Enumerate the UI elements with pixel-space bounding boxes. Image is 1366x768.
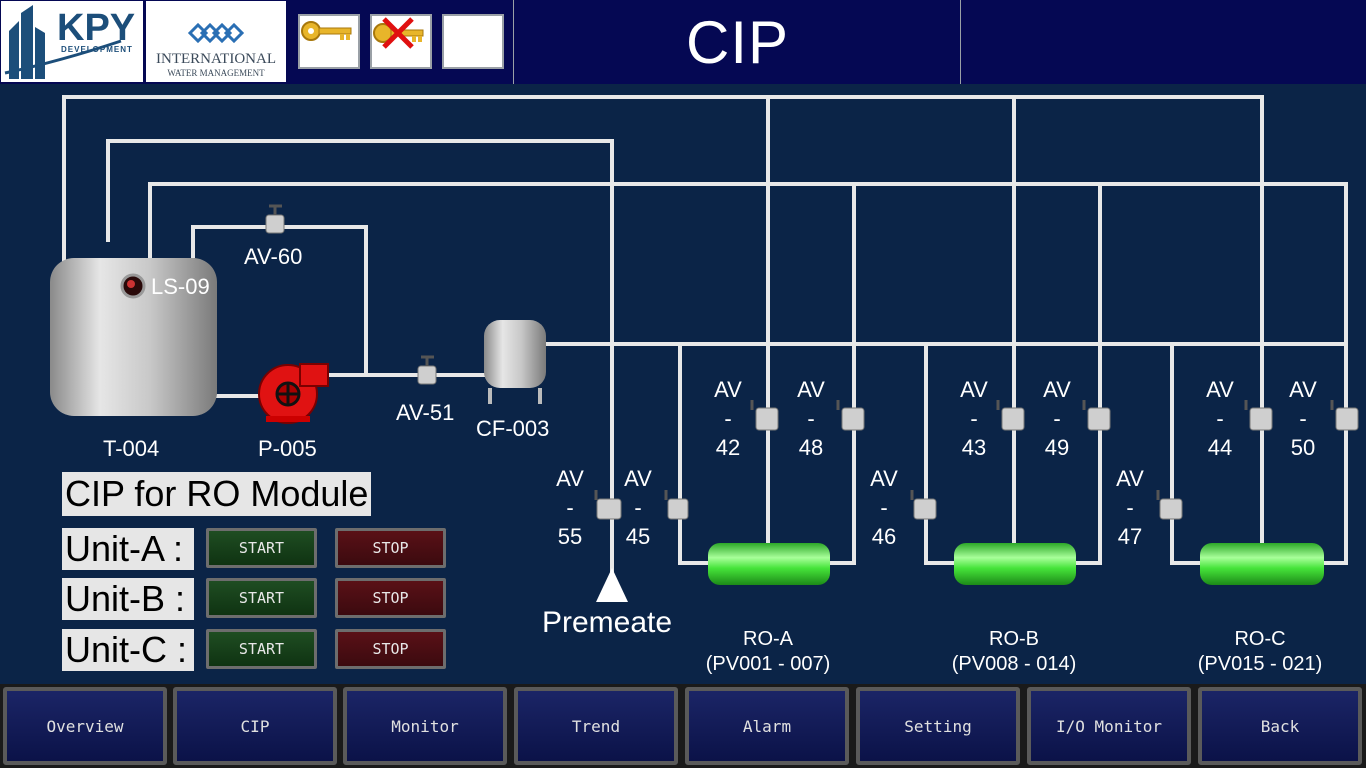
kpy-logo: KPY DEVELOPMENT bbox=[1, 1, 143, 82]
valve-av45-icon[interactable] bbox=[664, 490, 689, 520]
iwm-logo-line2: WATER MANAGEMENT bbox=[167, 68, 265, 78]
nav-trend-button[interactable]: Trend bbox=[514, 687, 678, 765]
nav-io-monitor-button[interactable]: I/O Monitor bbox=[1027, 687, 1191, 765]
ro-b-name: RO-B bbox=[989, 628, 1039, 650]
premeate-label: Premeate bbox=[542, 606, 673, 639]
kpy-logo-sub: DEVELOPMENT bbox=[61, 45, 133, 54]
header-divider bbox=[960, 0, 961, 84]
premeate-arrow bbox=[596, 568, 628, 602]
valve-av51-label: AV-51 bbox=[396, 400, 455, 425]
ro-c-name: RO-C bbox=[1234, 628, 1286, 650]
page-title: CIP bbox=[685, 8, 790, 76]
logout-key-button[interactable] bbox=[370, 14, 432, 69]
process-diagram: AV-60 LS-09 T-004 P-005 AV-51 CF-003 Pre… bbox=[0, 84, 1366, 684]
valve-av44-label: AV-44 bbox=[1206, 377, 1234, 460]
ro-a-range: (PV001 - 007) bbox=[705, 653, 831, 675]
unit-b-start-button[interactable]: START bbox=[206, 578, 317, 618]
valve-av48-label: AV-48 bbox=[797, 377, 825, 460]
ro-a-name: RO-A bbox=[743, 628, 793, 650]
nav-alarm-button[interactable]: Alarm bbox=[685, 687, 849, 765]
unit-a-label: Unit-A : bbox=[62, 528, 194, 570]
tank-t004 bbox=[50, 258, 217, 416]
valve-av49-icon[interactable] bbox=[1082, 400, 1111, 431]
valve-av60-label: AV-60 bbox=[244, 244, 303, 269]
unit-c-stop-button[interactable]: STOP bbox=[335, 629, 446, 669]
login-key-button[interactable] bbox=[298, 14, 360, 69]
tank-label: T-004 bbox=[103, 436, 160, 461]
valve-av55-icon[interactable] bbox=[594, 490, 622, 520]
iwm-logo-line1: INTERNATIONAL bbox=[156, 51, 276, 67]
nav-monitor-button[interactable]: Monitor bbox=[343, 687, 507, 765]
ro-b-range: (PV008 - 014) bbox=[951, 653, 1077, 675]
valve-av44-icon[interactable] bbox=[1244, 400, 1273, 431]
unit-a-stop-button[interactable]: STOP bbox=[335, 528, 446, 568]
bottom-nav: Overview CIP Monitor Trend Alarm Setting… bbox=[0, 684, 1366, 768]
pump-p005 bbox=[258, 363, 329, 424]
valve-av46-icon[interactable] bbox=[910, 490, 937, 520]
valve-av42-label: AV-42 bbox=[714, 377, 742, 460]
pump-label: P-005 bbox=[258, 436, 317, 461]
membrane-ro-c bbox=[1200, 543, 1324, 585]
valve-av45-label: AV-45 bbox=[624, 466, 652, 549]
valve-av47-label: AV-47 bbox=[1116, 466, 1144, 549]
unit-c-start-button[interactable]: START bbox=[206, 629, 317, 669]
unit-b-stop-button[interactable]: STOP bbox=[335, 578, 446, 618]
key-icon bbox=[301, 21, 352, 41]
valve-av43-label: AV-43 bbox=[960, 377, 988, 460]
header-divider bbox=[513, 0, 514, 84]
kpy-logo-icon bbox=[4, 5, 122, 79]
unit-b-label: Unit-B : bbox=[62, 578, 194, 620]
valve-av49-label: AV-49 bbox=[1043, 377, 1071, 460]
filter-cf003 bbox=[484, 320, 546, 404]
nav-cip-button[interactable]: CIP bbox=[173, 687, 337, 765]
cip-section-title: CIP for RO Module bbox=[62, 472, 372, 516]
level-switch-label: LS-09 bbox=[151, 274, 210, 299]
valve-av46-label: AV-46 bbox=[870, 466, 898, 549]
kpy-logo-text: KPY bbox=[57, 7, 136, 49]
valve-av50-label: AV-50 bbox=[1289, 377, 1317, 460]
iwm-logo: INTERNATIONAL WATER MANAGEMENT bbox=[146, 1, 286, 82]
valve-av60-icon[interactable] bbox=[265, 204, 285, 234]
unit-a-start-button[interactable]: START bbox=[206, 528, 317, 568]
valve-av43-icon[interactable] bbox=[996, 400, 1025, 431]
nav-back-button[interactable]: Back bbox=[1198, 687, 1362, 765]
valve-av42-icon[interactable] bbox=[750, 400, 779, 431]
ro-c-range: (PV015 - 021) bbox=[1197, 653, 1323, 675]
unit-c-label: Unit-C : bbox=[62, 629, 194, 671]
valve-av50-icon[interactable] bbox=[1330, 400, 1359, 431]
key-cancel-icon bbox=[373, 17, 424, 49]
valve-av47-icon[interactable] bbox=[1156, 490, 1183, 520]
header-bar: KPY DEVELOPMENT INTERNATIONAL WATER MANA… bbox=[0, 0, 1366, 84]
valve-av55-label: AV-55 bbox=[556, 466, 584, 549]
iwm-logo-icon bbox=[187, 22, 245, 44]
nav-overview-button[interactable]: Overview bbox=[3, 687, 167, 765]
membrane-ro-a bbox=[708, 543, 830, 585]
valve-av51-icon[interactable] bbox=[417, 355, 437, 385]
nav-setting-button[interactable]: Setting bbox=[856, 687, 1020, 765]
valve-av48-icon[interactable] bbox=[836, 400, 865, 431]
blank-button[interactable] bbox=[442, 14, 504, 69]
pipe-network bbox=[50, 95, 1359, 602]
filter-label: CF-003 bbox=[476, 416, 550, 441]
membrane-ro-b bbox=[954, 543, 1076, 585]
